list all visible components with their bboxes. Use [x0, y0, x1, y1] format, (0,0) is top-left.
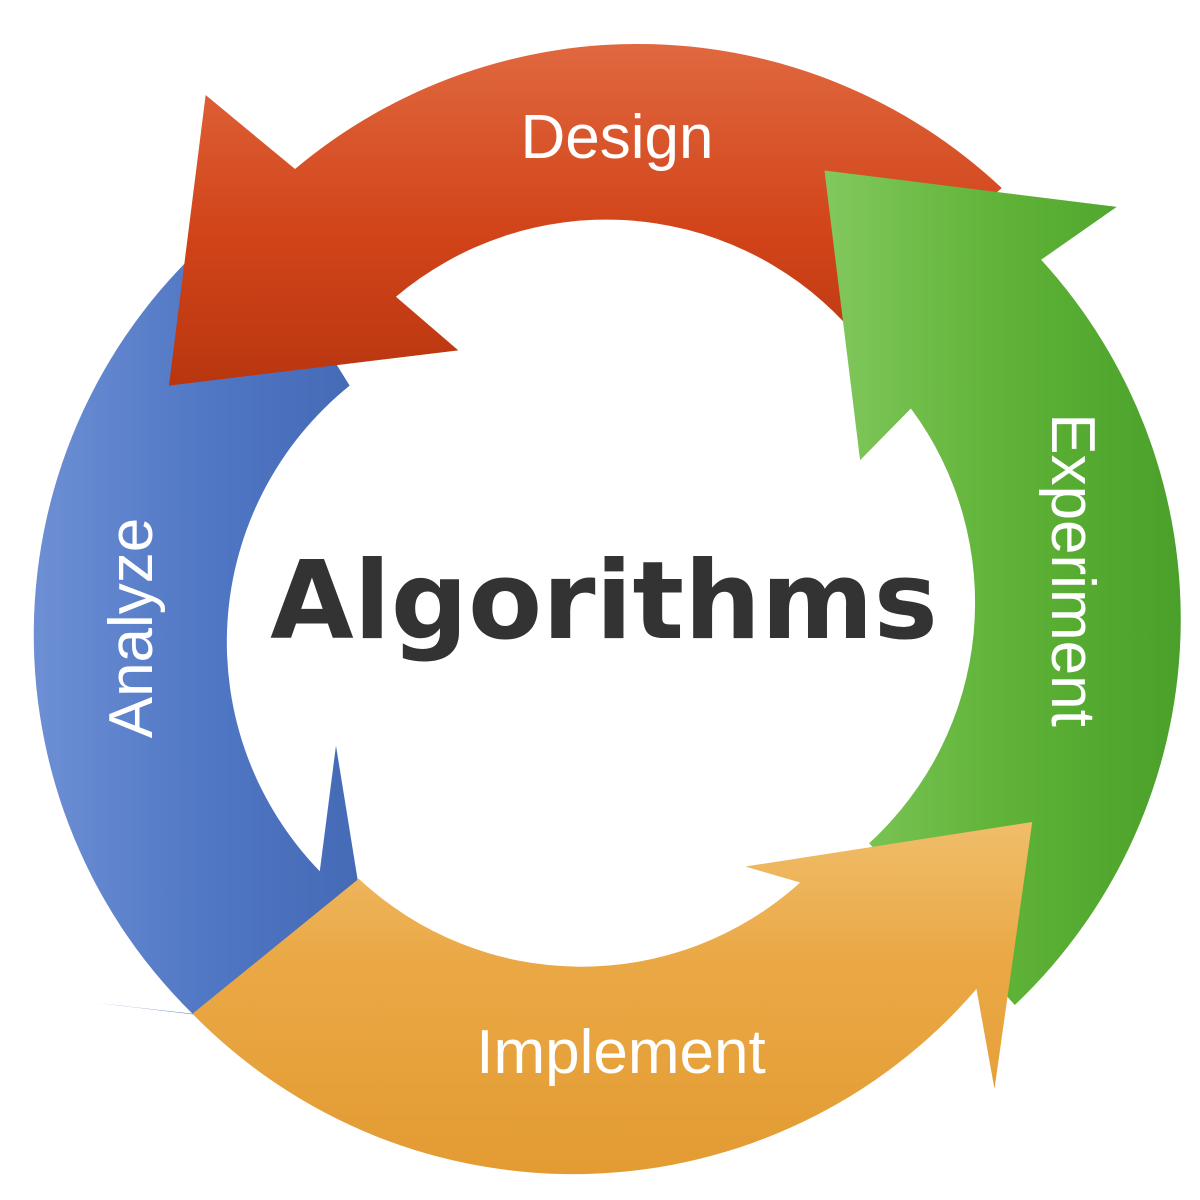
- implement-arrow: [192, 822, 1033, 1175]
- experiment-arrow-body: [824, 170, 1181, 1006]
- analyze-arrow-body: [33, 212, 384, 1038]
- experiment-label: Experiment: [1038, 413, 1107, 727]
- design-label: Design: [521, 103, 714, 172]
- design-arrow: [168, 43, 1002, 386]
- experiment-arrow: [824, 170, 1181, 1006]
- analyze-label: Analyze: [97, 518, 166, 739]
- analyze-arrow: [33, 212, 384, 1038]
- center-title: Algorithms: [270, 539, 938, 664]
- implement-arrow-body: [192, 822, 1033, 1175]
- design-arrow-body: [168, 43, 1002, 386]
- implement-label: Implement: [476, 1018, 765, 1087]
